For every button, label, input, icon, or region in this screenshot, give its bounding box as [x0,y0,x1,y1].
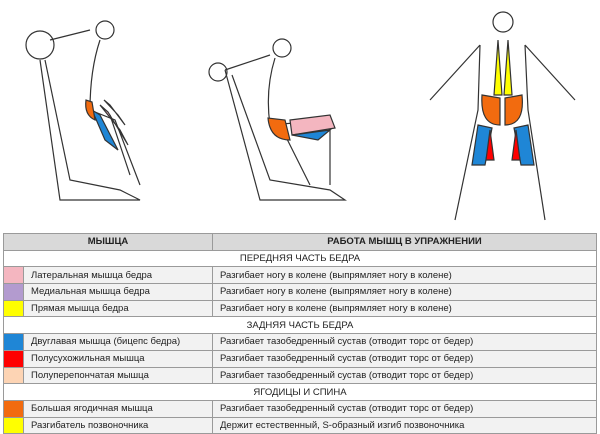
table-row: Большая ягодичная мышца Разгибает тазобе… [3,399,597,418]
table-row: Медиальная мышца бедра Разгибает ногу в … [3,283,597,301]
muscle-name: Медиальная мышца бедра [23,283,213,301]
figure-start-position [25,20,141,201]
muscle-table: МЫШЦА РАБОТА МЫШЦ В УПРАЖНЕНИИ ПЕРЕДНЯЯ … [3,233,597,434]
table-header: МЫШЦА РАБОТА МЫШЦ В УПРАЖНЕНИИ [3,233,597,251]
muscle-function: Держит естественный, S-образный изгиб по… [212,416,597,434]
exercise-illustrations [25,11,576,221]
section-title: ПЕРЕДНЯЯ ЧАСТЬ БЕДРА [3,249,597,268]
muscle-name: Большая ягодичная мышца [23,399,213,418]
section-row: ЗАДНЯЯ ЧАСТЬ БЕДРА [3,316,597,335]
color-swatch [3,349,24,368]
table-row: Полуперепончатая мышца Разгибает тазобед… [3,366,597,385]
muscle-name: Двуглавая мышца (бицепс бедра) [23,333,213,351]
section-title: ЯГОДИЦЫ И СПИНА [3,383,597,401]
muscle-function: Разгибает ногу в колене (выпрямляет ногу… [212,299,597,318]
table-row: Латеральная мышца бедра Разгибает ногу в… [3,266,597,285]
section-row: ПЕРЕДНЯЯ ЧАСТЬ БЕДРА [3,249,597,268]
muscle-function: Разгибает ногу в колене (выпрямляет ногу… [212,266,597,285]
muscle-function: Разгибает тазобедренный сустав (отводит … [212,399,597,418]
muscle-function: Разгибает тазобедренный сустав (отводит … [212,333,597,351]
color-swatch [3,399,24,418]
color-swatch [3,283,24,301]
muscle-name: Полуперепончатая мышца [23,366,213,385]
section-row: ЯГОДИЦЫ И СПИНА [3,383,597,401]
muscle-function: Разгибает тазобедренный сустав (отводит … [212,349,597,368]
color-swatch [3,366,24,385]
muscle-name: Разгибатель позвоночника [23,416,213,434]
color-swatch [3,299,24,318]
muscle-name: Полусухожильная мышца [23,349,213,368]
color-swatch [3,333,24,351]
header-function: РАБОТА МЫШЦ В УПРАЖНЕНИИ [212,233,597,251]
table-row: Полусухожильная мышца Разгибает тазобедр… [3,349,597,368]
figure-back-view [429,11,576,221]
muscle-function: Разгибает тазобедренный сустав (отводит … [212,366,597,385]
figure-squat-position [208,38,347,201]
table-row: Двуглавая мышца (бицепс бедра) Разгибает… [3,333,597,351]
section-title: ЗАДНЯЯ ЧАСТЬ БЕДРА [3,316,597,335]
muscle-name: Латеральная мышца бедра [23,266,213,285]
muscle-function: Разгибает ногу в колене (выпрямляет ногу… [212,283,597,301]
color-swatch [3,266,24,285]
color-swatch [3,416,24,434]
header-muscle: МЫШЦА [3,233,213,251]
table-row: Прямая мышца бедра Разгибает ногу в коле… [3,299,597,318]
table-row: Разгибатель позвоночника Держит естестве… [3,416,597,434]
muscle-name: Прямая мышца бедра [23,299,213,318]
